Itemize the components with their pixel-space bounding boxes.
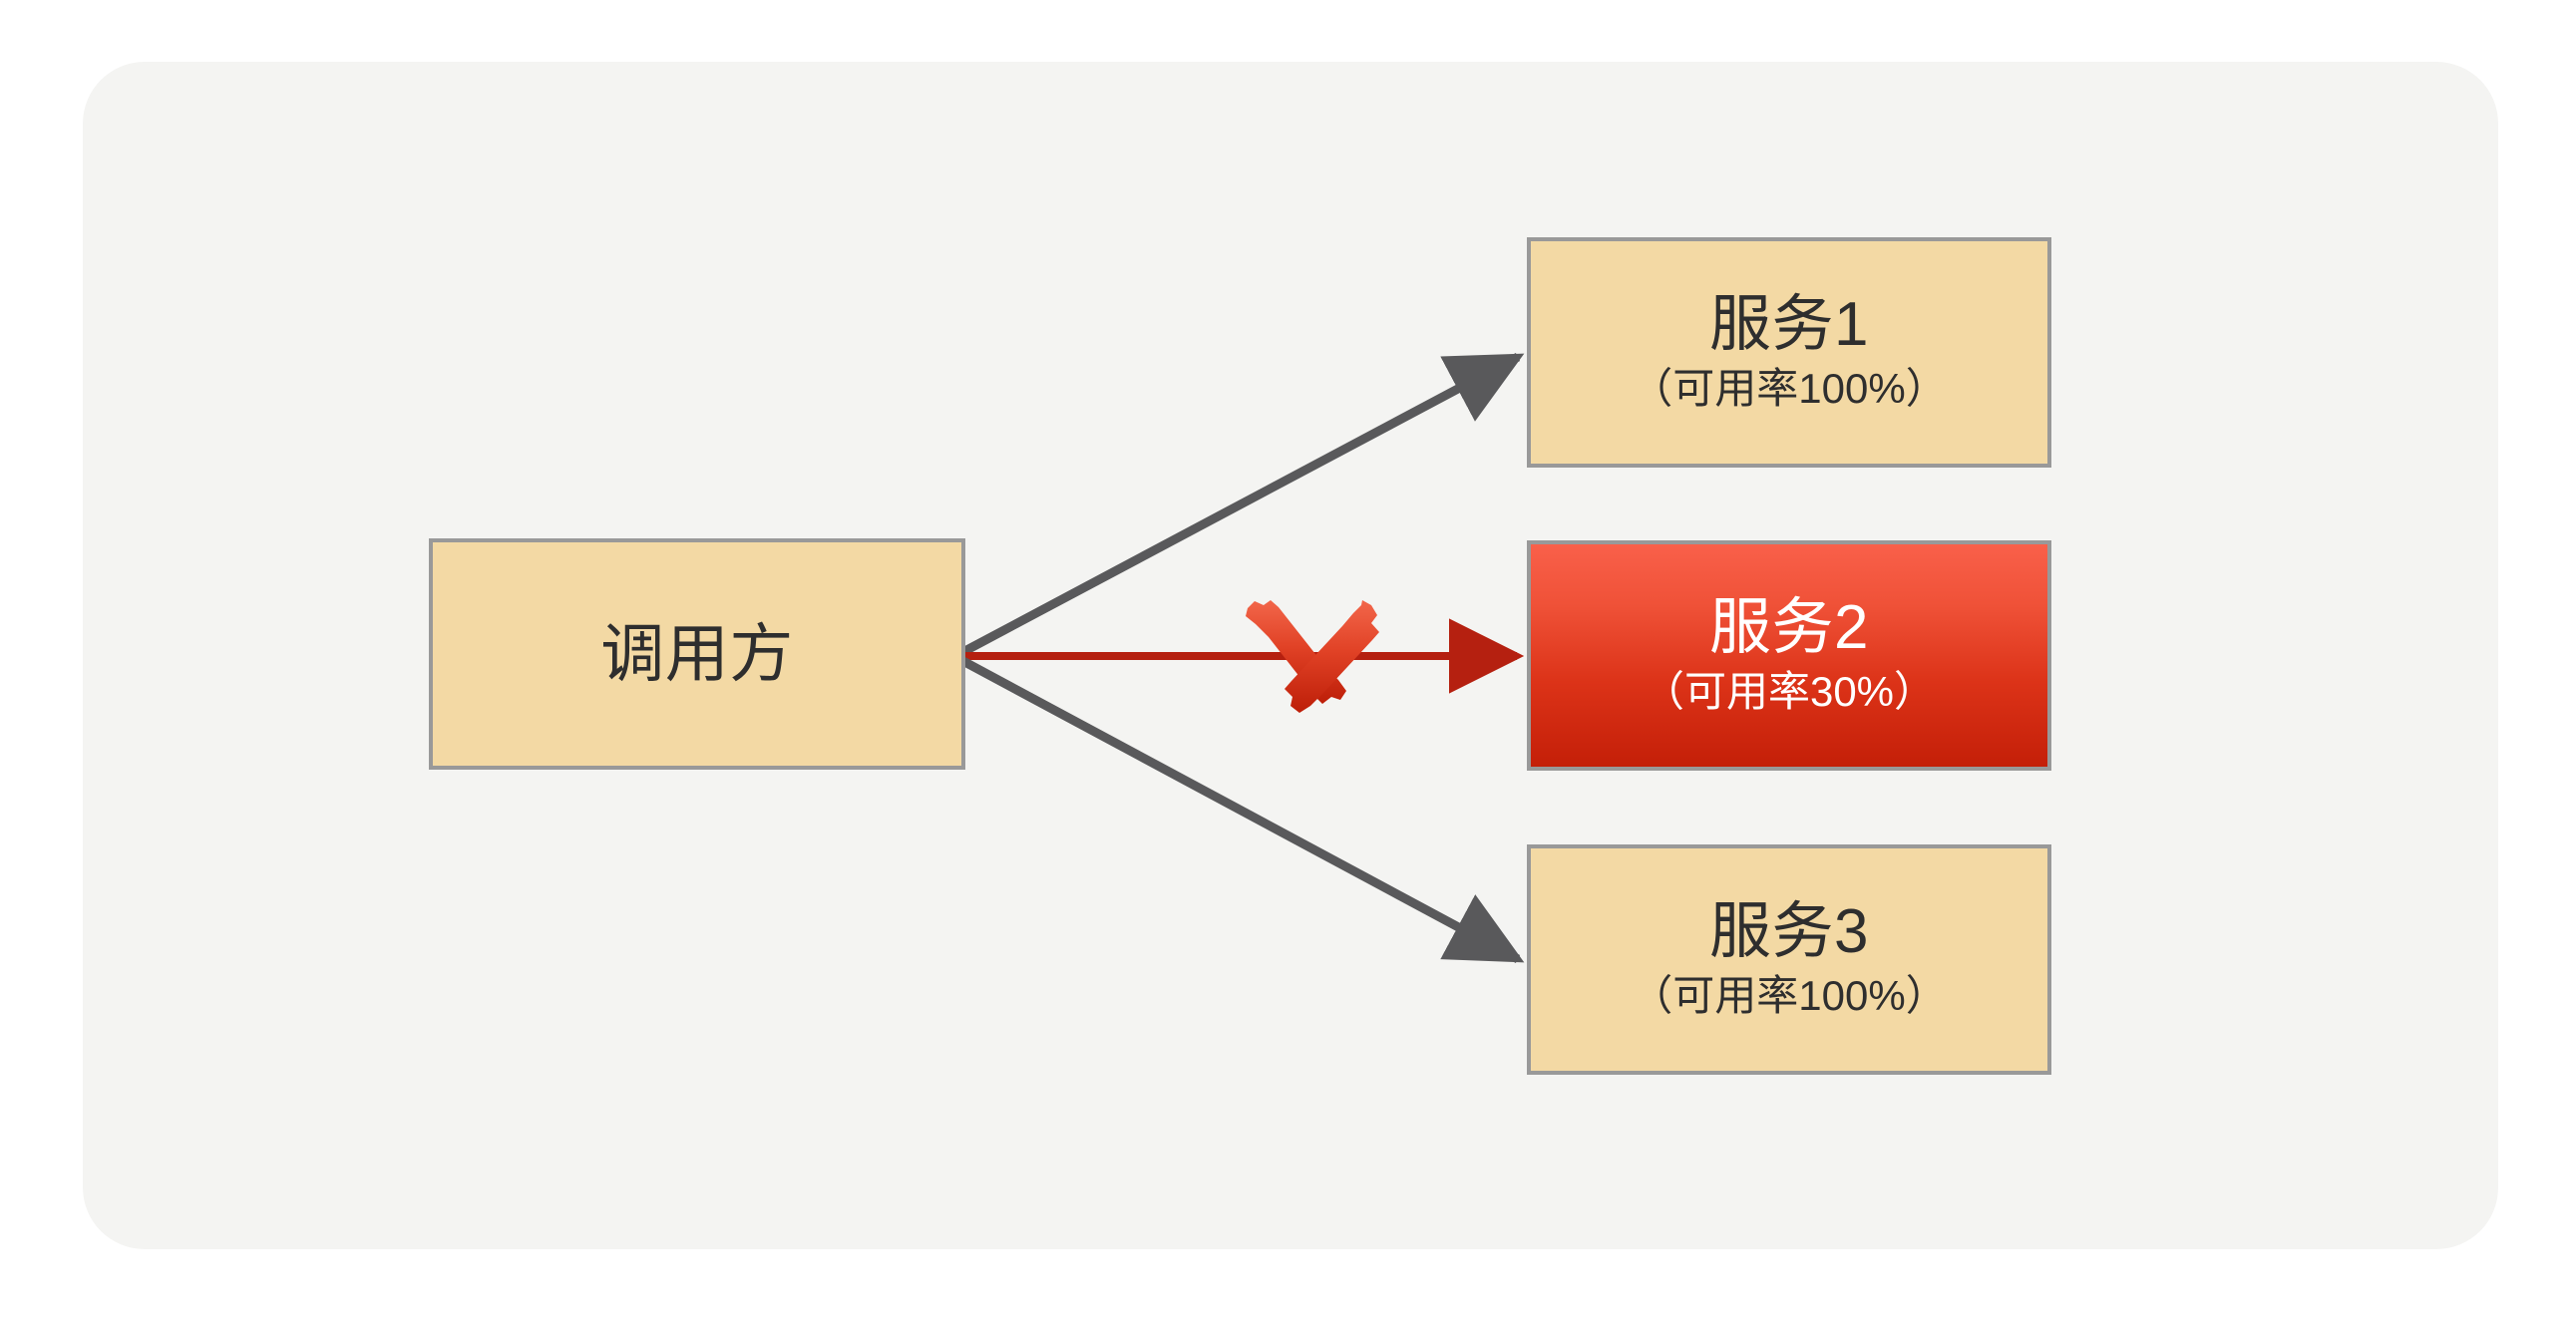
red-x-mark bbox=[1246, 600, 1379, 713]
node-service-3-availability: （可用率100%） bbox=[1631, 971, 1948, 1019]
node-service-2[interactable]: 服务2 （可用率30%） bbox=[1527, 540, 2051, 771]
node-service-1[interactable]: 服务1 （可用率100%） bbox=[1527, 237, 2051, 468]
arrow-caller-to-service1 bbox=[954, 353, 1525, 659]
node-service-1-availability: （可用率100%） bbox=[1631, 364, 1948, 412]
node-service-3-label: 服务3 bbox=[1709, 897, 1869, 967]
node-caller[interactable]: 调用方 bbox=[429, 538, 965, 770]
arrow-caller-to-service3 bbox=[954, 654, 1525, 963]
node-service-2-availability: （可用率30%） bbox=[1642, 667, 1937, 715]
node-caller-label: 调用方 bbox=[600, 617, 794, 690]
node-service-2-label: 服务2 bbox=[1709, 593, 1869, 663]
node-service-3[interactable]: 服务3 （可用率100%） bbox=[1527, 844, 2051, 1075]
node-service-1-label: 服务1 bbox=[1709, 290, 1869, 360]
